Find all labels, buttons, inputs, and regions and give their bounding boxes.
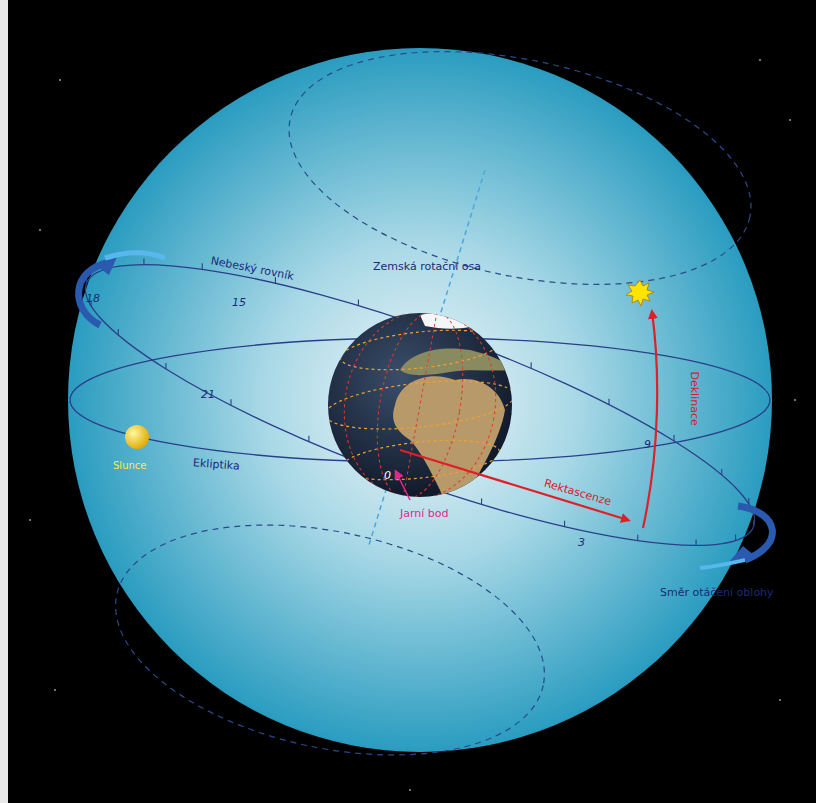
sun-label: Slunce: [113, 460, 146, 472]
hour-tick: [481, 499, 482, 505]
hour-tick: [202, 263, 203, 269]
hour-tick: [753, 520, 754, 526]
ecliptic-label: Ekliptika: [193, 456, 241, 472]
hour-tick: [143, 259, 144, 265]
hour-tick: [608, 399, 609, 405]
hour-tick: [531, 362, 532, 368]
hour-number: 3: [578, 536, 585, 549]
hour-number: 21: [201, 388, 215, 401]
declination-label: Deklinace: [688, 371, 701, 425]
rotation-direction-label: Směr otáčení oblohy: [660, 586, 774, 599]
hour-tick: [308, 436, 309, 442]
hour-tick: [696, 539, 697, 545]
axis-label: Zemská rotační osa: [373, 260, 481, 273]
hour-tick: [230, 399, 231, 405]
hour-tick: [165, 363, 166, 369]
vernal-point-label: Jarní bod: [400, 507, 449, 520]
hour-tick: [673, 435, 674, 441]
hour-number: 9: [644, 438, 651, 451]
hour-tick: [358, 299, 359, 305]
hour-tick: [748, 498, 749, 504]
equator-label: Nebeský rovník: [210, 254, 295, 283]
right-ascension-label: Rektascenze: [543, 477, 613, 509]
hour-tick: [735, 535, 736, 541]
hour-tick: [118, 329, 119, 335]
hour-number: 18: [86, 292, 100, 305]
hour-number: 15: [232, 296, 246, 309]
hour-tick: [637, 535, 638, 541]
hour-tick: [564, 521, 565, 527]
vernal-point-number: 0: [384, 469, 391, 482]
hour-tick: [721, 469, 722, 475]
